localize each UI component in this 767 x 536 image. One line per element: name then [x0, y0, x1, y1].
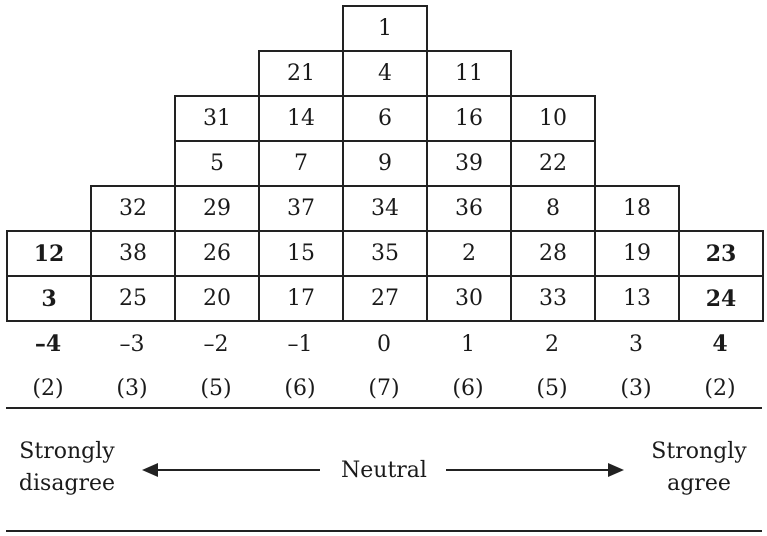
statement-cell: 12 [6, 230, 92, 277]
statement-cell: 20 [174, 275, 260, 322]
statement-cell: 37 [258, 185, 344, 232]
strongly-disagree-line2: disagree [18, 471, 116, 496]
left-arrow-icon [142, 463, 320, 477]
statement-cell: 33 [510, 275, 596, 322]
score-label: –2 [203, 331, 229, 357]
statement-cell: 8 [510, 185, 596, 232]
statement-cell: 10 [510, 95, 596, 142]
strongly-agree-label: Strongly agree [640, 436, 758, 500]
statement-cell: 35 [342, 230, 428, 277]
statement-cell: 3 [6, 275, 92, 322]
statement-cell: 16 [426, 95, 512, 142]
strongly-disagree-label: Strongly disagree [8, 436, 126, 500]
statement-cell: 24 [678, 275, 764, 322]
right-arrow-icon [446, 463, 624, 477]
statement-cell: 34 [342, 185, 428, 232]
statement-cell: 21 [258, 50, 344, 97]
statement-cell: 17 [258, 275, 344, 322]
column-count-label: (5) [536, 375, 568, 401]
statement-cell: 32 [90, 185, 176, 232]
score-label: 2 [545, 331, 559, 357]
top-divider [6, 407, 762, 409]
strongly-agree-line1: Strongly [651, 439, 747, 464]
statement-cell: 11 [426, 50, 512, 97]
statement-cell: 18 [594, 185, 680, 232]
statement-cell: 31 [174, 95, 260, 142]
statement-cell: 2 [426, 230, 512, 277]
score-label: –1 [287, 331, 313, 357]
statement-cell: 23 [678, 230, 764, 277]
column-count-label: (3) [116, 375, 148, 401]
statement-cell: 28 [510, 230, 596, 277]
statement-cell: 1 [342, 5, 428, 52]
score-label: –4 [34, 331, 62, 357]
statement-cell: 15 [258, 230, 344, 277]
statement-cell: 25 [90, 275, 176, 322]
score-label: –3 [119, 331, 145, 357]
score-label: 0 [377, 331, 391, 357]
statement-cell: 7 [258, 140, 344, 187]
column-count-label: (6) [452, 375, 484, 401]
statement-cell: 38 [90, 230, 176, 277]
strongly-disagree-line1: Strongly [19, 439, 115, 464]
column-count-label: (6) [284, 375, 316, 401]
column-count-label: (5) [200, 375, 232, 401]
neutral-label: Neutral [341, 457, 427, 483]
statement-cell: 27 [342, 275, 428, 322]
statement-cell: 13 [594, 275, 680, 322]
statement-cell: 29 [174, 185, 260, 232]
statement-cell: 26 [174, 230, 260, 277]
statement-cell: 6 [342, 95, 428, 142]
statement-cell: 14 [258, 95, 344, 142]
statement-cell: 4 [342, 50, 428, 97]
score-label: 4 [712, 331, 728, 357]
statement-cell: 19 [594, 230, 680, 277]
column-count-label: (3) [620, 375, 652, 401]
statement-cell: 22 [510, 140, 596, 187]
column-count-label: (7) [368, 375, 400, 401]
score-label: 1 [461, 331, 475, 357]
statement-cell: 36 [426, 185, 512, 232]
statement-cell: 39 [426, 140, 512, 187]
statement-cell: 5 [174, 140, 260, 187]
bottom-divider [6, 530, 762, 532]
statement-cell: 9 [342, 140, 428, 187]
column-count-label: (2) [704, 375, 736, 401]
statement-cell: 30 [426, 275, 512, 322]
column-count-label: (2) [32, 375, 64, 401]
score-label: 3 [629, 331, 643, 357]
strongly-agree-line2: agree [667, 471, 731, 496]
